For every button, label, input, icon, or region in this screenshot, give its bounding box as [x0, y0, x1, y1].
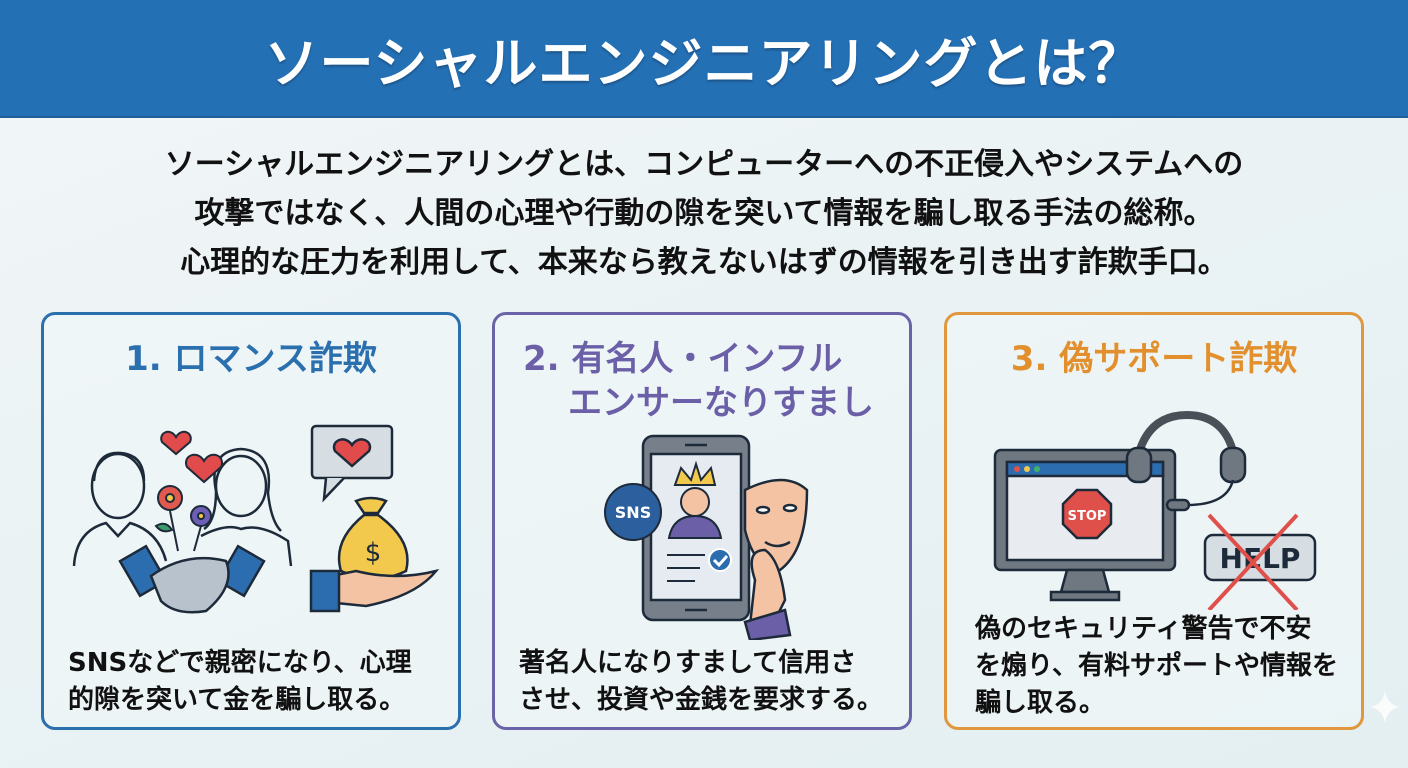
- flowers-icon: [154, 485, 212, 552]
- stop-sign-icon: STOP: [1061, 488, 1113, 540]
- intro-line: 攻撃ではなく、人間の心理や行動の隙を突いて情報を騙し取る手法の総称。: [194, 196, 1214, 231]
- romance-illustration: $: [72, 424, 440, 614]
- page-title: ソーシャルエンジニアリングとは？: [264, 31, 1144, 95]
- sparkle-icon: [1370, 690, 1400, 724]
- impersonation-illustration: SNS: [604, 434, 809, 640]
- card-description: 偽のセキュリティ警告で不安 を煽り、有料サポートや情報を 騙し取る。: [975, 611, 1343, 722]
- svg-text:STOP: STOP: [1068, 509, 1107, 524]
- hearts-icon: [160, 430, 223, 484]
- desc-line: 著名人になりすまして信用さ: [519, 648, 857, 678]
- headset-icon: [1125, 410, 1247, 512]
- desc-line: 騙し取る。: [975, 688, 1106, 718]
- mask-icon: [743, 478, 809, 640]
- svg-text:$: $: [365, 538, 382, 568]
- profile-avatar: [667, 487, 723, 582]
- help-crossed-icon: HELP: [1203, 513, 1317, 610]
- card-title: 3. 偽サポート詐欺: [1010, 339, 1298, 379]
- card-romance-scam: 1. ロマンス詐欺: [41, 312, 461, 730]
- desc-line: SNSなどで親密になり、心理: [68, 648, 412, 678]
- card-title: 2. 有名人・インフル エンサーなりすまし: [523, 337, 909, 425]
- desc-line: 偽のセキュリティ警告で不安: [975, 614, 1312, 644]
- intro-text: ソーシャルエンジニアリングとは、コンピューターへの不正侵入やシステムへの 攻撃で…: [40, 140, 1368, 287]
- card-celebrity-impersonation: 2. 有名人・インフル エンサーなりすまし SNS: [492, 312, 912, 730]
- card-description: SNSなどで親密になり、心理 的隙を突いて金を騙し取る。: [68, 645, 440, 719]
- card-fake-support-scam: 3. 偽サポート詐欺 STOP HELP: [944, 312, 1364, 730]
- desc-line: を煽り、有料サポートや情報を: [975, 651, 1338, 681]
- intro-line: ソーシャルエンジニアリングとは、コンピューターへの不正侵入やシステムへの: [164, 147, 1244, 182]
- title-line: 2. 有名人・インフル: [523, 339, 843, 379]
- verified-check-icon: [708, 548, 732, 572]
- crown-icon: [673, 460, 717, 486]
- desc-line: 的隙を突いて金を騙し取る。: [68, 685, 406, 715]
- smartphone-icon: [641, 434, 751, 622]
- desc-line: させ、投資や金銭を要求する。: [519, 685, 884, 715]
- title-line: エンサーなりすまし: [568, 383, 874, 423]
- svg-text:SNS: SNS: [615, 503, 651, 522]
- header-banner: ソーシャルエンジニアリングとは？: [0, 0, 1408, 118]
- sns-badge-icon: SNS: [604, 483, 662, 541]
- couple-icon: [72, 447, 293, 567]
- handshake-icon: [118, 544, 266, 614]
- card-description: 著名人になりすまして信用さ させ、投資や金銭を要求する。: [519, 645, 891, 719]
- intro-line: 心理的な圧力を利用して、本来なら教えないはずの情報を引き出す詐欺手口。: [180, 245, 1228, 280]
- fake-support-illustration: STOP HELP: [993, 410, 1317, 610]
- money-bag-icon: $: [309, 496, 440, 613]
- card-title: 1. ロマンス詐欺: [125, 339, 377, 379]
- heart-message-icon: [310, 424, 394, 503]
